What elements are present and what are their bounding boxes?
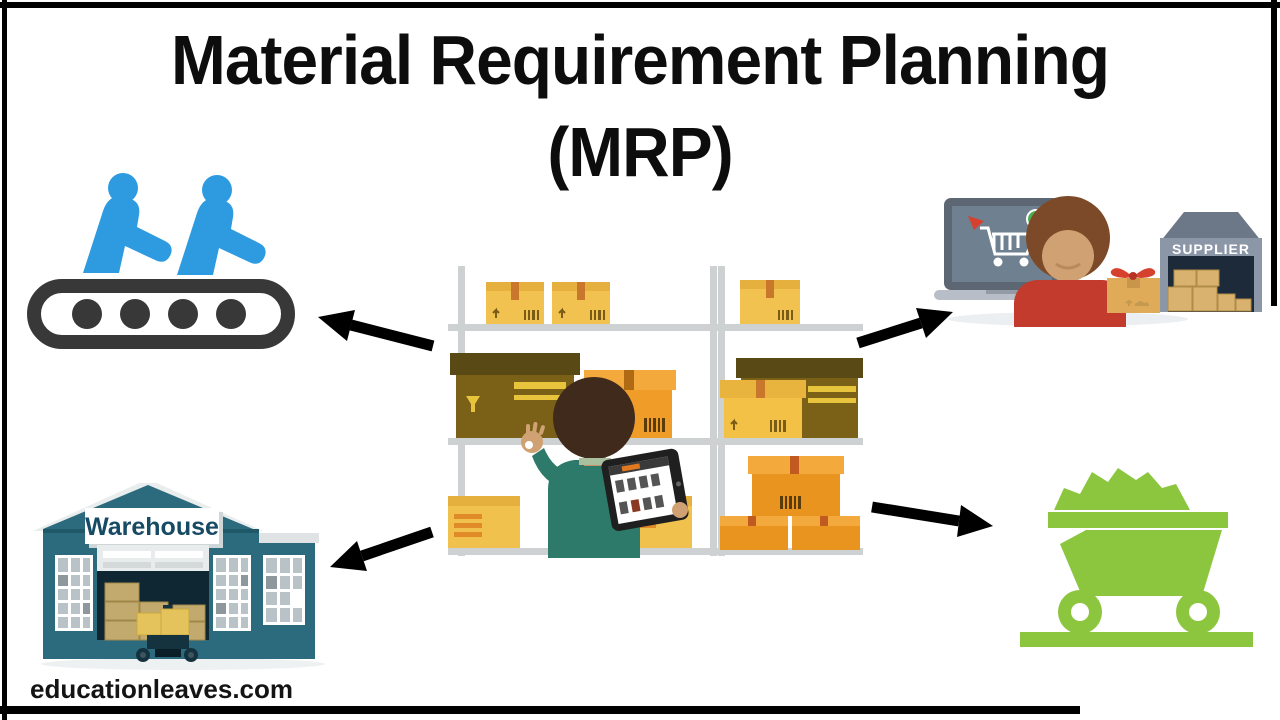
frame-top: [0, 2, 1280, 8]
front-window-right: [213, 555, 251, 631]
warehouse-sign: Warehouse: [85, 508, 223, 548]
title-line-2: (MRP): [547, 113, 733, 191]
pallet-truck: [136, 605, 198, 662]
workers-conveyor-icon: [27, 173, 295, 349]
page-title: Material Requirement Planning (MRP): [38, 14, 1241, 198]
frame-right: [1271, 0, 1277, 306]
watermark: educationleaves.com: [30, 674, 293, 704]
supplier-building: SUPPLIER: [1160, 212, 1262, 312]
tablet-device: [601, 448, 689, 531]
supplier-sign-label: SUPPLIER: [1172, 241, 1250, 257]
arrow-to-raw-materials: [871, 501, 993, 537]
ok-hand-gesture: [521, 422, 545, 453]
arrow-to-supplier: [856, 308, 953, 349]
planner-person: [521, 377, 689, 558]
carton-boxes-top: [486, 280, 800, 324]
red-arrow-icon: [968, 216, 984, 230]
package-gift-box: [1107, 268, 1160, 313]
buyer-person: [1014, 196, 1126, 327]
conveyor-belt: [27, 279, 295, 349]
inventory-shelves-scene: [448, 266, 863, 558]
arrow-to-production: [318, 310, 435, 352]
carton-boxes-middle: [450, 353, 863, 438]
supplier-stock-boxes: [1167, 269, 1252, 312]
warehouse-sign-label: Warehouse: [85, 513, 219, 541]
worker-figure: [83, 173, 266, 275]
frame-bottom: [0, 706, 1080, 714]
title-line-1: Material Requirement Planning: [170, 21, 1110, 99]
frame-left: [2, 0, 7, 720]
supplier-order-scene: SUPPLIER: [934, 196, 1262, 327]
mine-cart-icon: [1020, 468, 1253, 647]
front-window-left: [55, 555, 93, 631]
arrow-to-warehouse: [330, 526, 434, 571]
warehouse-building-icon: Warehouse: [33, 483, 325, 670]
